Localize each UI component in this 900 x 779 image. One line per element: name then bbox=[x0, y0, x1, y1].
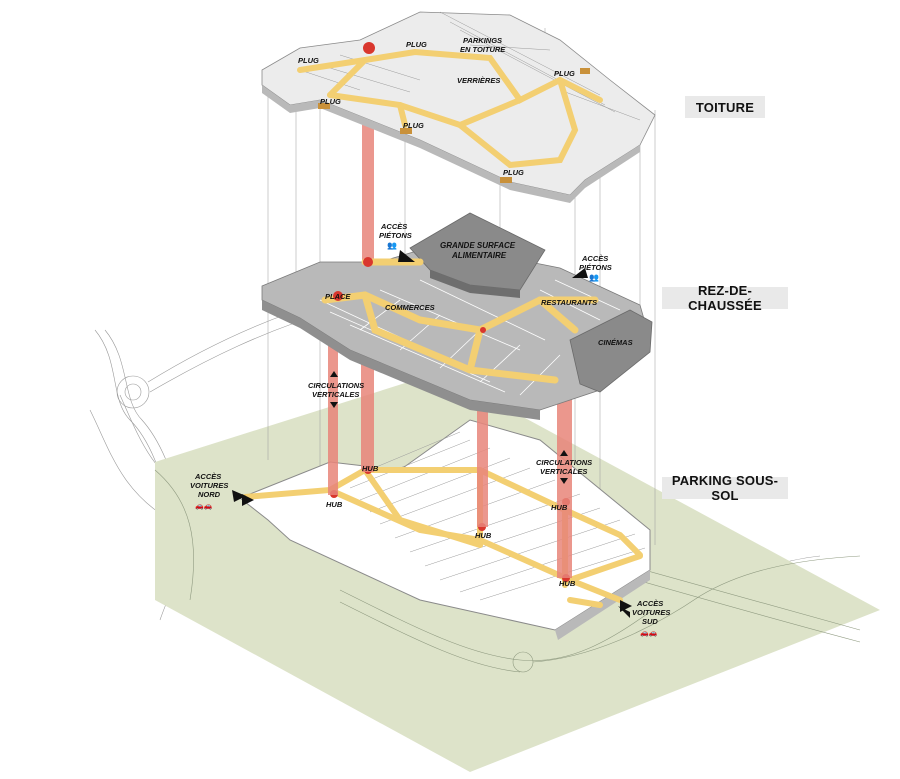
level-label-basement: PARKING SOUS-SOL bbox=[662, 473, 788, 503]
level-label-roof: TOITURE bbox=[685, 96, 765, 118]
plug-label-3: PLUG bbox=[554, 69, 575, 78]
north-in-arrow bbox=[232, 490, 246, 502]
plug-label-4: PLUG bbox=[320, 97, 341, 106]
shops-label: COMMERCES bbox=[385, 303, 435, 312]
plug-label-2: PLUG bbox=[406, 40, 427, 49]
ped-access-3: ACCÈS bbox=[581, 254, 608, 263]
plug-label-6: PLUG bbox=[503, 168, 524, 177]
car-icon-south: 🚗🚗 bbox=[640, 630, 658, 637]
plug-label-5: PLUG bbox=[403, 121, 424, 130]
skylights-label: VERRIÈRES bbox=[457, 76, 500, 85]
hub-label-4: HUB bbox=[551, 503, 568, 512]
hub-label-2: HUB bbox=[326, 500, 343, 509]
cars-south-1: ACCÈS bbox=[636, 599, 663, 608]
roof-level bbox=[261, 11, 656, 203]
roof-parking-label-1: PARKINGS bbox=[463, 36, 502, 45]
level-label-ground: REZ-DE-CHAUSSÉE bbox=[662, 283, 788, 313]
place-label: PLACE bbox=[325, 292, 351, 301]
cars-north-1: ACCÈS bbox=[194, 472, 221, 481]
plug-label-1: PLUG bbox=[298, 56, 319, 65]
basement-labels: CIRCULATIONS VERTICALES CIRCULATIONS VER… bbox=[190, 371, 670, 637]
cinemas-label: CINÉMAS bbox=[598, 338, 633, 347]
car-icon-north: 🚗🚗 bbox=[195, 503, 213, 510]
vertical-circ-label-1: CIRCULATIONS bbox=[308, 381, 364, 390]
ped-access-2: PIÉTONS bbox=[379, 231, 412, 240]
pedestrian-icon-1: 👥 bbox=[387, 241, 397, 250]
vertical-circ-label-3: CIRCULATIONS bbox=[536, 458, 592, 467]
hub-label-1: HUB bbox=[362, 464, 379, 473]
ground-labels: ACCÈS PIÉTONS 👥 ACCÈS PIÉTONS 👥 GRANDE S… bbox=[325, 222, 633, 347]
restaurants-label: RESTAURANTS bbox=[541, 298, 597, 307]
grocery-label-1: GRANDE SURFACE bbox=[440, 241, 516, 250]
vertical-circ-label-2: VERTICALES bbox=[312, 390, 359, 399]
ground-floor bbox=[261, 212, 653, 420]
roof-parking-label-2: EN TOITURE bbox=[460, 45, 506, 54]
vertical-circ-label-4: VERTICALES bbox=[540, 467, 587, 476]
cars-south-2: VOITURES bbox=[632, 608, 670, 617]
ped-arrow-1 bbox=[398, 250, 415, 262]
cars-north-2: VOITURES bbox=[190, 481, 228, 490]
hub-label-5: HUB bbox=[559, 579, 576, 588]
pedestrian-icon-2: 👥 bbox=[589, 273, 599, 282]
ped-access-1: ACCÈS bbox=[380, 222, 407, 231]
cars-north-3: NORD bbox=[198, 490, 221, 499]
hub-label-3: HUB bbox=[475, 531, 492, 540]
ped-access-4: PIÉTONS bbox=[579, 263, 612, 272]
ped-arrow-2 bbox=[572, 268, 588, 278]
roof-labels: PLUG PLUG PLUG PLUG PLUG PLUG PARKINGS E… bbox=[298, 36, 575, 177]
cars-south-3: SUD bbox=[642, 617, 658, 626]
grocery-label-2: ALIMENTAIRE bbox=[451, 251, 507, 260]
